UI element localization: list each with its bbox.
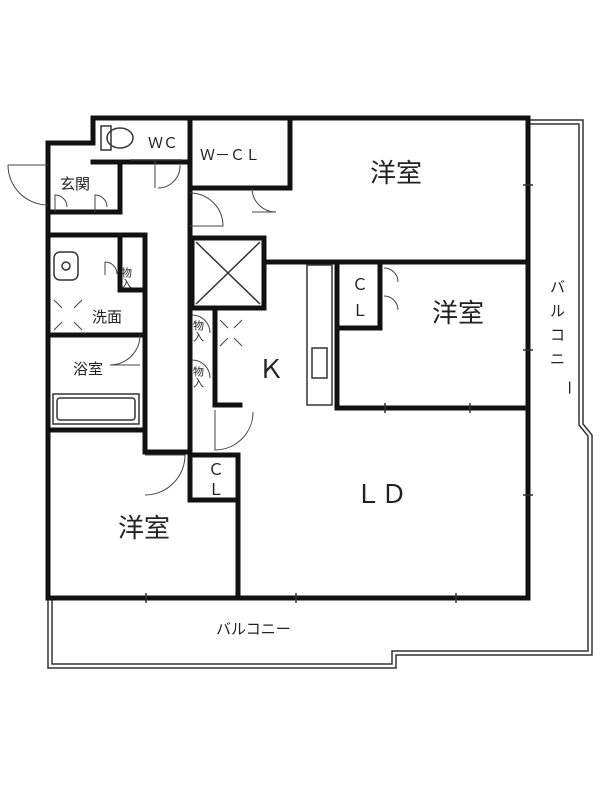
toilet-tank [100, 125, 112, 151]
label-balcony-right-3: コ [550, 326, 565, 344]
label-ld: ＬＤ [355, 480, 407, 510]
basin-drain [61, 261, 71, 271]
outer-wall [45, 115, 531, 601]
label-wc: ＷＣ [148, 134, 178, 152]
western-mid-walls [261, 259, 531, 411]
label-closet-bottom-l: Ｌ [208, 480, 224, 499]
label-storage-3: 物入 [192, 365, 205, 388]
kitchen-door-swing [214, 410, 254, 451]
kitchen-storage-walls [212, 305, 243, 408]
western-bottom-door [144, 454, 186, 496]
label-storage-1: 物入 [120, 266, 133, 289]
bathtub-inner [56, 397, 136, 421]
wc-walls [90, 115, 293, 191]
bathtub [52, 393, 140, 425]
balcony-outline [47, 119, 593, 669]
window-ticks [145, 184, 533, 603]
kitchen-sink [311, 347, 328, 379]
shoe-cabinet-doors [54, 194, 108, 212]
label-western-bottom: 洋室 [118, 514, 170, 544]
label-balcony-right-4: ニ [550, 350, 565, 368]
fridge-marks [219, 319, 243, 347]
washer-marks [53, 299, 83, 331]
label-western-mid: 洋室 [432, 299, 484, 329]
corridor-door-swing [189, 192, 224, 227]
front-door-swing [7, 164, 49, 206]
label-wcl: Ｗ－ＣＬ [200, 146, 260, 164]
label-closet-bottom-c: Ｃ [208, 460, 224, 479]
closet-bottom [187, 452, 241, 503]
entrance-wall [45, 115, 96, 215]
storage-1-door [104, 261, 118, 275]
bath-door-swing [109, 334, 141, 366]
label-balcony-right-1: バ [550, 278, 565, 296]
label-balcony-right-2: ル [550, 302, 565, 320]
entrance-inner-walls [45, 162, 193, 455]
label-storage-2: 物入 [192, 319, 205, 342]
label-balcony-bottom: バルコニー [216, 620, 291, 638]
label-closet-mid-l: Ｌ [352, 301, 368, 320]
label-closet-mid-c: Ｃ [352, 275, 368, 294]
label-bathroom: 浴室 [73, 360, 103, 378]
label-kitchen: Ｋ [258, 355, 284, 385]
closet-mid-doors [383, 267, 399, 311]
wcl-door-swing [251, 187, 277, 213]
label-balcony-right-5: ー [560, 380, 578, 395]
wash-bath-walls [45, 237, 148, 433]
label-washroom: 洗面 [92, 308, 122, 326]
toilet-bowl [106, 127, 134, 149]
closet-mid-walls [334, 259, 383, 331]
label-entrance: 玄関 [60, 175, 90, 193]
balcony-outline-inner [51, 123, 589, 665]
wash-basin [53, 251, 79, 281]
kitchen-counter [306, 264, 333, 406]
storage-doors [191, 314, 211, 379]
pipe-shaft-cross [195, 241, 261, 305]
label-western-top: 洋室 [370, 159, 422, 189]
wc-door-swing [154, 160, 181, 189]
